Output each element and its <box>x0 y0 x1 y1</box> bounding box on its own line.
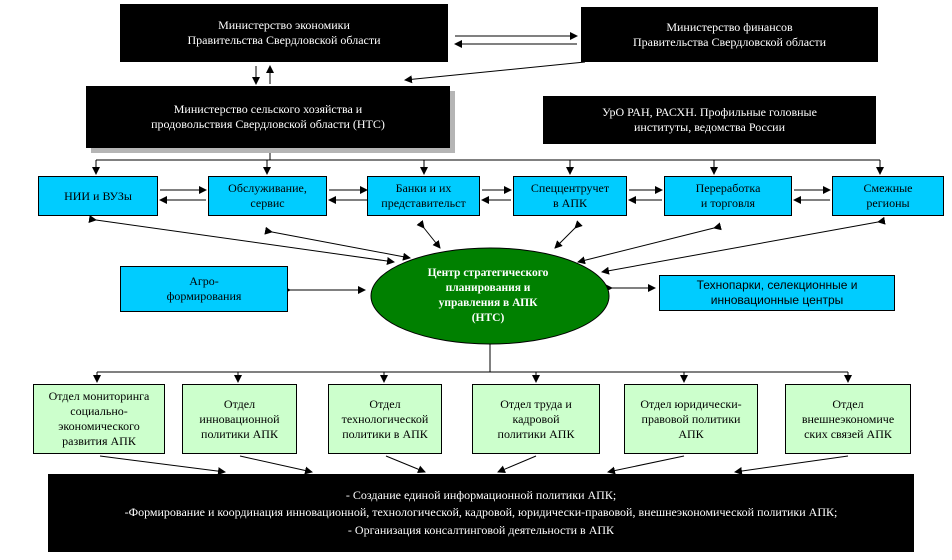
box-technoparks: Технопарки, селекционные и инновационные… <box>659 275 895 311</box>
box-service: Обслуживание, сервис <box>208 176 327 216</box>
dept-foreign-trade: Отдел внешнеэкономиче ских связей АПК <box>785 384 911 454</box>
dept-3-to-bottom <box>385 455 426 474</box>
goal-line-1: - Создание единой информационной политик… <box>345 487 617 502</box>
ministry-agriculture-box: Министерство сельского хозяйства и продо… <box>86 86 450 148</box>
box-service-label: Обслуживание, сервис <box>228 181 307 210</box>
dept-monitoring: Отдел мониторинга социально- экономическ… <box>33 384 165 454</box>
link-service-center <box>264 226 411 261</box>
ministry-finance-label: Министерство финансов Правительства Свер… <box>632 19 827 49</box>
dept-legal-label: Отдел юридически- правовой политики АПК <box>640 396 742 441</box>
dept-innovation: Отдел инновационной политики АПК <box>182 384 297 454</box>
box-nii-vuzy-label: НИИ и ВУЗы <box>64 188 132 203</box>
ministry-agriculture-label: Министерство сельского хозяйства и продо… <box>151 102 385 131</box>
dept-innovation-label: Отдел инновационной политики АПК <box>199 396 280 441</box>
center-ellipse <box>370 247 610 345</box>
link-spec-center <box>554 220 583 249</box>
box-spec-center-label: Спеццентручет в АПК <box>530 181 610 210</box>
dept-monitoring-label: Отдел мониторинга социально- экономическ… <box>48 389 150 448</box>
link-regions-center <box>601 216 886 275</box>
box-nii-vuzy: НИИ и ВУЗы <box>38 176 158 216</box>
dept-technology-label: Отдел технологической политики в АПК <box>341 396 429 441</box>
dept-legal: Отдел юридически- правовой политики АПК <box>624 384 758 454</box>
uro-ran-label: УрО РАН, РАСХН. Профильные головные инст… <box>602 105 817 134</box>
box-banks: Банки и их представительст <box>367 176 480 216</box>
box-processing: Переработка и торговля <box>664 176 792 216</box>
uro-ran-box: УрО РАН, РАСХН. Профильные головные инст… <box>543 96 876 144</box>
box-agro-label: Агро- формирования <box>166 274 242 303</box>
box-banks-label: Банки и их представительст <box>381 181 466 210</box>
box-regions: Смежные регионы <box>832 176 944 216</box>
dept-5-to-bottom <box>607 455 685 475</box>
ministry-finance-box: Министерство финансов Правительства Свер… <box>581 7 878 62</box>
dept-6-to-bottom <box>734 455 849 475</box>
ministry-economy-box: Министерство экономики Правительства Све… <box>120 4 448 62</box>
link-processing-center <box>577 222 722 265</box>
ministry-economy-label: Министерство экономики Правительства Све… <box>187 18 381 47</box>
box-regions-label: Смежные регионы <box>863 181 913 210</box>
goals-box: - Создание единой информационной политик… <box>48 474 914 552</box>
box-processing-label: Переработка и торговля <box>695 181 761 210</box>
link-nii-center <box>88 215 395 265</box>
dept-technology: Отдел технологической политики в АПК <box>328 384 442 454</box>
dept-foreign-trade-label: Отдел внешнеэкономиче ских связей АПК <box>801 396 895 441</box>
box-technoparks-label: Технопарки, селекционные и инновационные… <box>696 278 858 307</box>
goal-line-2: -Формирование и координация инновационно… <box>124 505 838 520</box>
goal-line-3: - Организация консалтинговой деятельност… <box>347 522 615 537</box>
dept-labor: Отдел труда и кадровой политики АПК <box>472 384 600 454</box>
dept-2-to-bottom <box>239 455 313 475</box>
dept-labor-label: Отдел труда и кадровой политики АПК <box>497 396 575 441</box>
arrow-finance-to-agri <box>404 61 586 84</box>
link-banks-center <box>416 220 441 249</box>
box-agro: Агро- формирования <box>120 266 288 312</box>
box-spec-center: Спеццентручет в АПК <box>513 176 627 216</box>
dept-4-to-bottom <box>497 455 537 473</box>
center-label: Центр стратегического планирования и упр… <box>427 267 549 324</box>
dept-1-to-bottom <box>99 455 226 476</box>
